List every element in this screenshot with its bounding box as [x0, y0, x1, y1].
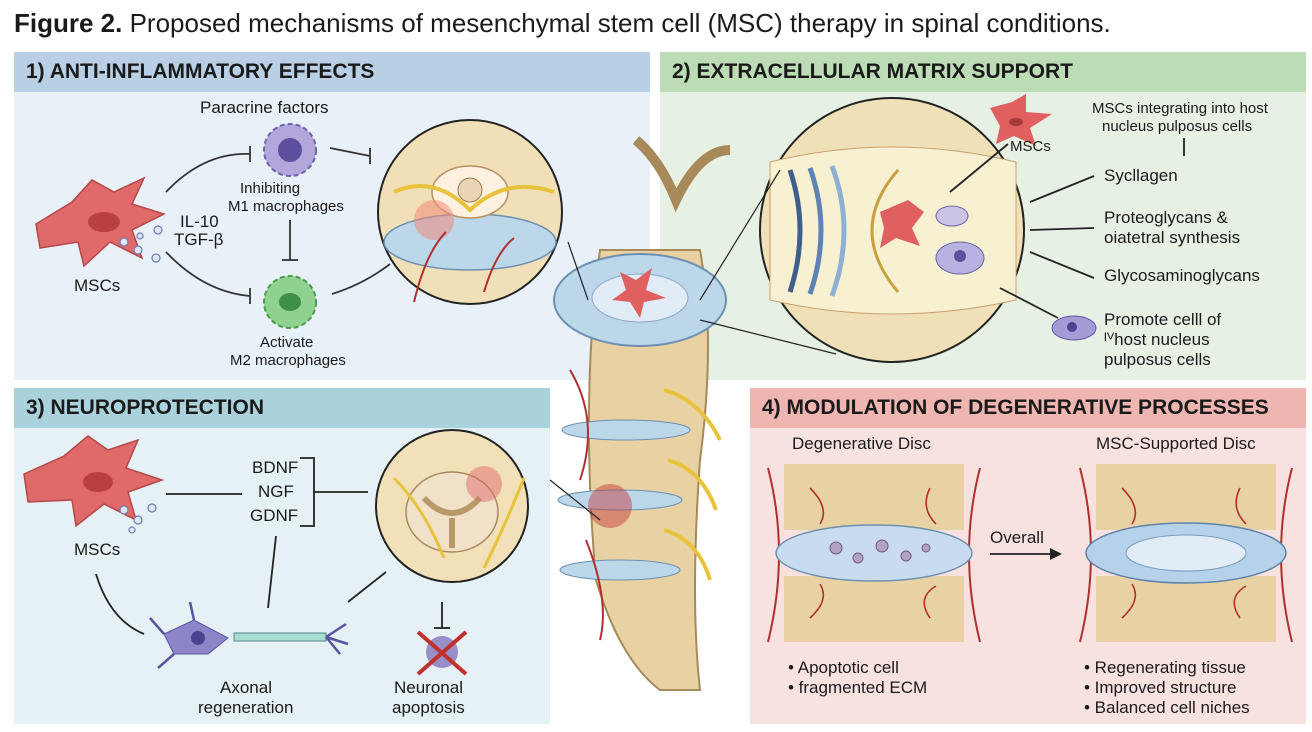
pulposus-label: pulposus cells — [1104, 350, 1211, 369]
panel-neuroprotection: 3) NEUROPROTECTION — [14, 388, 550, 724]
figure-caption: Proposed mechanisms of mesenchymal stem … — [129, 8, 1111, 38]
msc-supported-disc-icon — [1079, 464, 1293, 643]
syllagen-label: Sycllagen — [1104, 166, 1178, 185]
proteoglycans-label: Proteoglycans & — [1104, 208, 1228, 227]
promote-label: Promote celll of — [1104, 310, 1222, 329]
host-np-cell-icon — [1051, 315, 1097, 341]
degenerative-disc-icon — [767, 464, 981, 643]
mscs-label: MSCs — [1010, 138, 1051, 155]
mscs-label: MSCs — [74, 276, 121, 295]
glycosaminoglycans-label: Glycosaminoglycans — [1104, 266, 1260, 285]
mscs-label: MSCs — [74, 540, 121, 559]
panel-4-header: 4) MODULATION OF DEGENERATIVE PROCESSES — [750, 388, 1306, 428]
panel-2-header: 2) EXTRACELLULAR MATRIX SUPPORT — [660, 52, 1306, 92]
panel-2-illustration — [759, 94, 1185, 363]
il10-label: IL-10 — [180, 212, 219, 231]
inhibiting-label: Inhibiting — [240, 180, 301, 197]
panel-4-illustration — [767, 464, 1293, 643]
spinal-cord-icon — [375, 429, 529, 583]
host-nucleus-label: ᴵⱽhost nucleus — [1104, 330, 1210, 349]
neuron-icon — [149, 601, 349, 669]
apoptotic-neuron-icon — [416, 630, 468, 676]
panel-3-header: 3) NEUROPROTECTION — [14, 388, 550, 428]
integrating-label-2: nucleus pulposus cells — [1102, 118, 1253, 135]
np-cell-icon — [935, 205, 985, 275]
regeneration-label: regeneration — [198, 698, 294, 717]
m2-macrophages-label: M2 macrophages — [230, 352, 346, 369]
tgfb-label: TGF-β — [174, 230, 224, 249]
regenerating-tissue-bullet: • Regenerating tissue — [1084, 658, 1246, 677]
spinal-cross-section-icon — [377, 119, 563, 305]
panel-1-illustration — [35, 119, 563, 329]
integrating-label: MSCs integrating into host — [1092, 100, 1268, 117]
paracrine-vesicles-icon — [119, 225, 163, 263]
msc-cell-icon — [23, 435, 165, 528]
activate-label: Activate — [260, 334, 314, 351]
panel-degenerative-modulation: 4) MODULATION OF DEGENERATIVE PROCESSES … — [750, 388, 1306, 724]
fragmented-ecm-bullet: • fragmented ECM — [788, 678, 928, 697]
arrows-panel-1 — [165, 146, 391, 304]
vesicles-icon — [119, 503, 157, 534]
improved-structure-bullet: • Improved structure — [1084, 678, 1237, 697]
arrows-panel-3 — [95, 457, 450, 635]
gdnf-label: GDNF — [250, 506, 299, 525]
floating-msc-icon — [990, 94, 1052, 146]
figure-title: Figure 2. Proposed mechanisms of mesench… — [14, 8, 1111, 39]
balanced-niches-bullet: • Balanced cell niches — [1084, 698, 1250, 717]
embedded-msc-icon — [880, 200, 924, 248]
neuronal-label: Neuronal — [394, 678, 463, 697]
axonal-label: Axonal — [220, 678, 272, 697]
apoptosis-label: apoptosis — [392, 698, 465, 717]
synthesis-label: oiatetral synthesis — [1104, 228, 1241, 247]
bdnf-label: BDNF — [252, 458, 299, 477]
degenerative-disc-label: Degenerative Disc — [792, 434, 931, 453]
m1-macrophages-label: M1 macrophages — [228, 198, 344, 215]
figure-label: Figure 2. — [14, 8, 123, 38]
panel-extracellular-matrix: 2) EXTRACELLULAR MATRIX SUPPORT — [660, 52, 1306, 380]
panel-anti-inflammatory: 1) ANTI-INFLAMMATORY EFFECTS — [14, 52, 650, 380]
overall-label: Overall — [990, 528, 1044, 547]
panel-3-illustration — [23, 429, 529, 676]
panel-1-header: 1) ANTI-INFLAMMATORY EFFECTS — [14, 52, 650, 92]
m2-macrophage-icon — [263, 275, 317, 329]
overall-arrow-icon — [990, 548, 1062, 560]
msc-supported-disc-label: MSC-Supported Disc — [1096, 434, 1256, 453]
apoptotic-cell-bullet: • Apoptotic cell — [788, 658, 899, 677]
paracrine-factors-label: Paracrine factors — [200, 98, 329, 117]
m1-macrophage-icon — [263, 123, 317, 177]
ngf-label: NGF — [258, 482, 294, 501]
msc-cell-icon — [35, 176, 166, 268]
arrows-panel-2 — [949, 138, 1185, 319]
